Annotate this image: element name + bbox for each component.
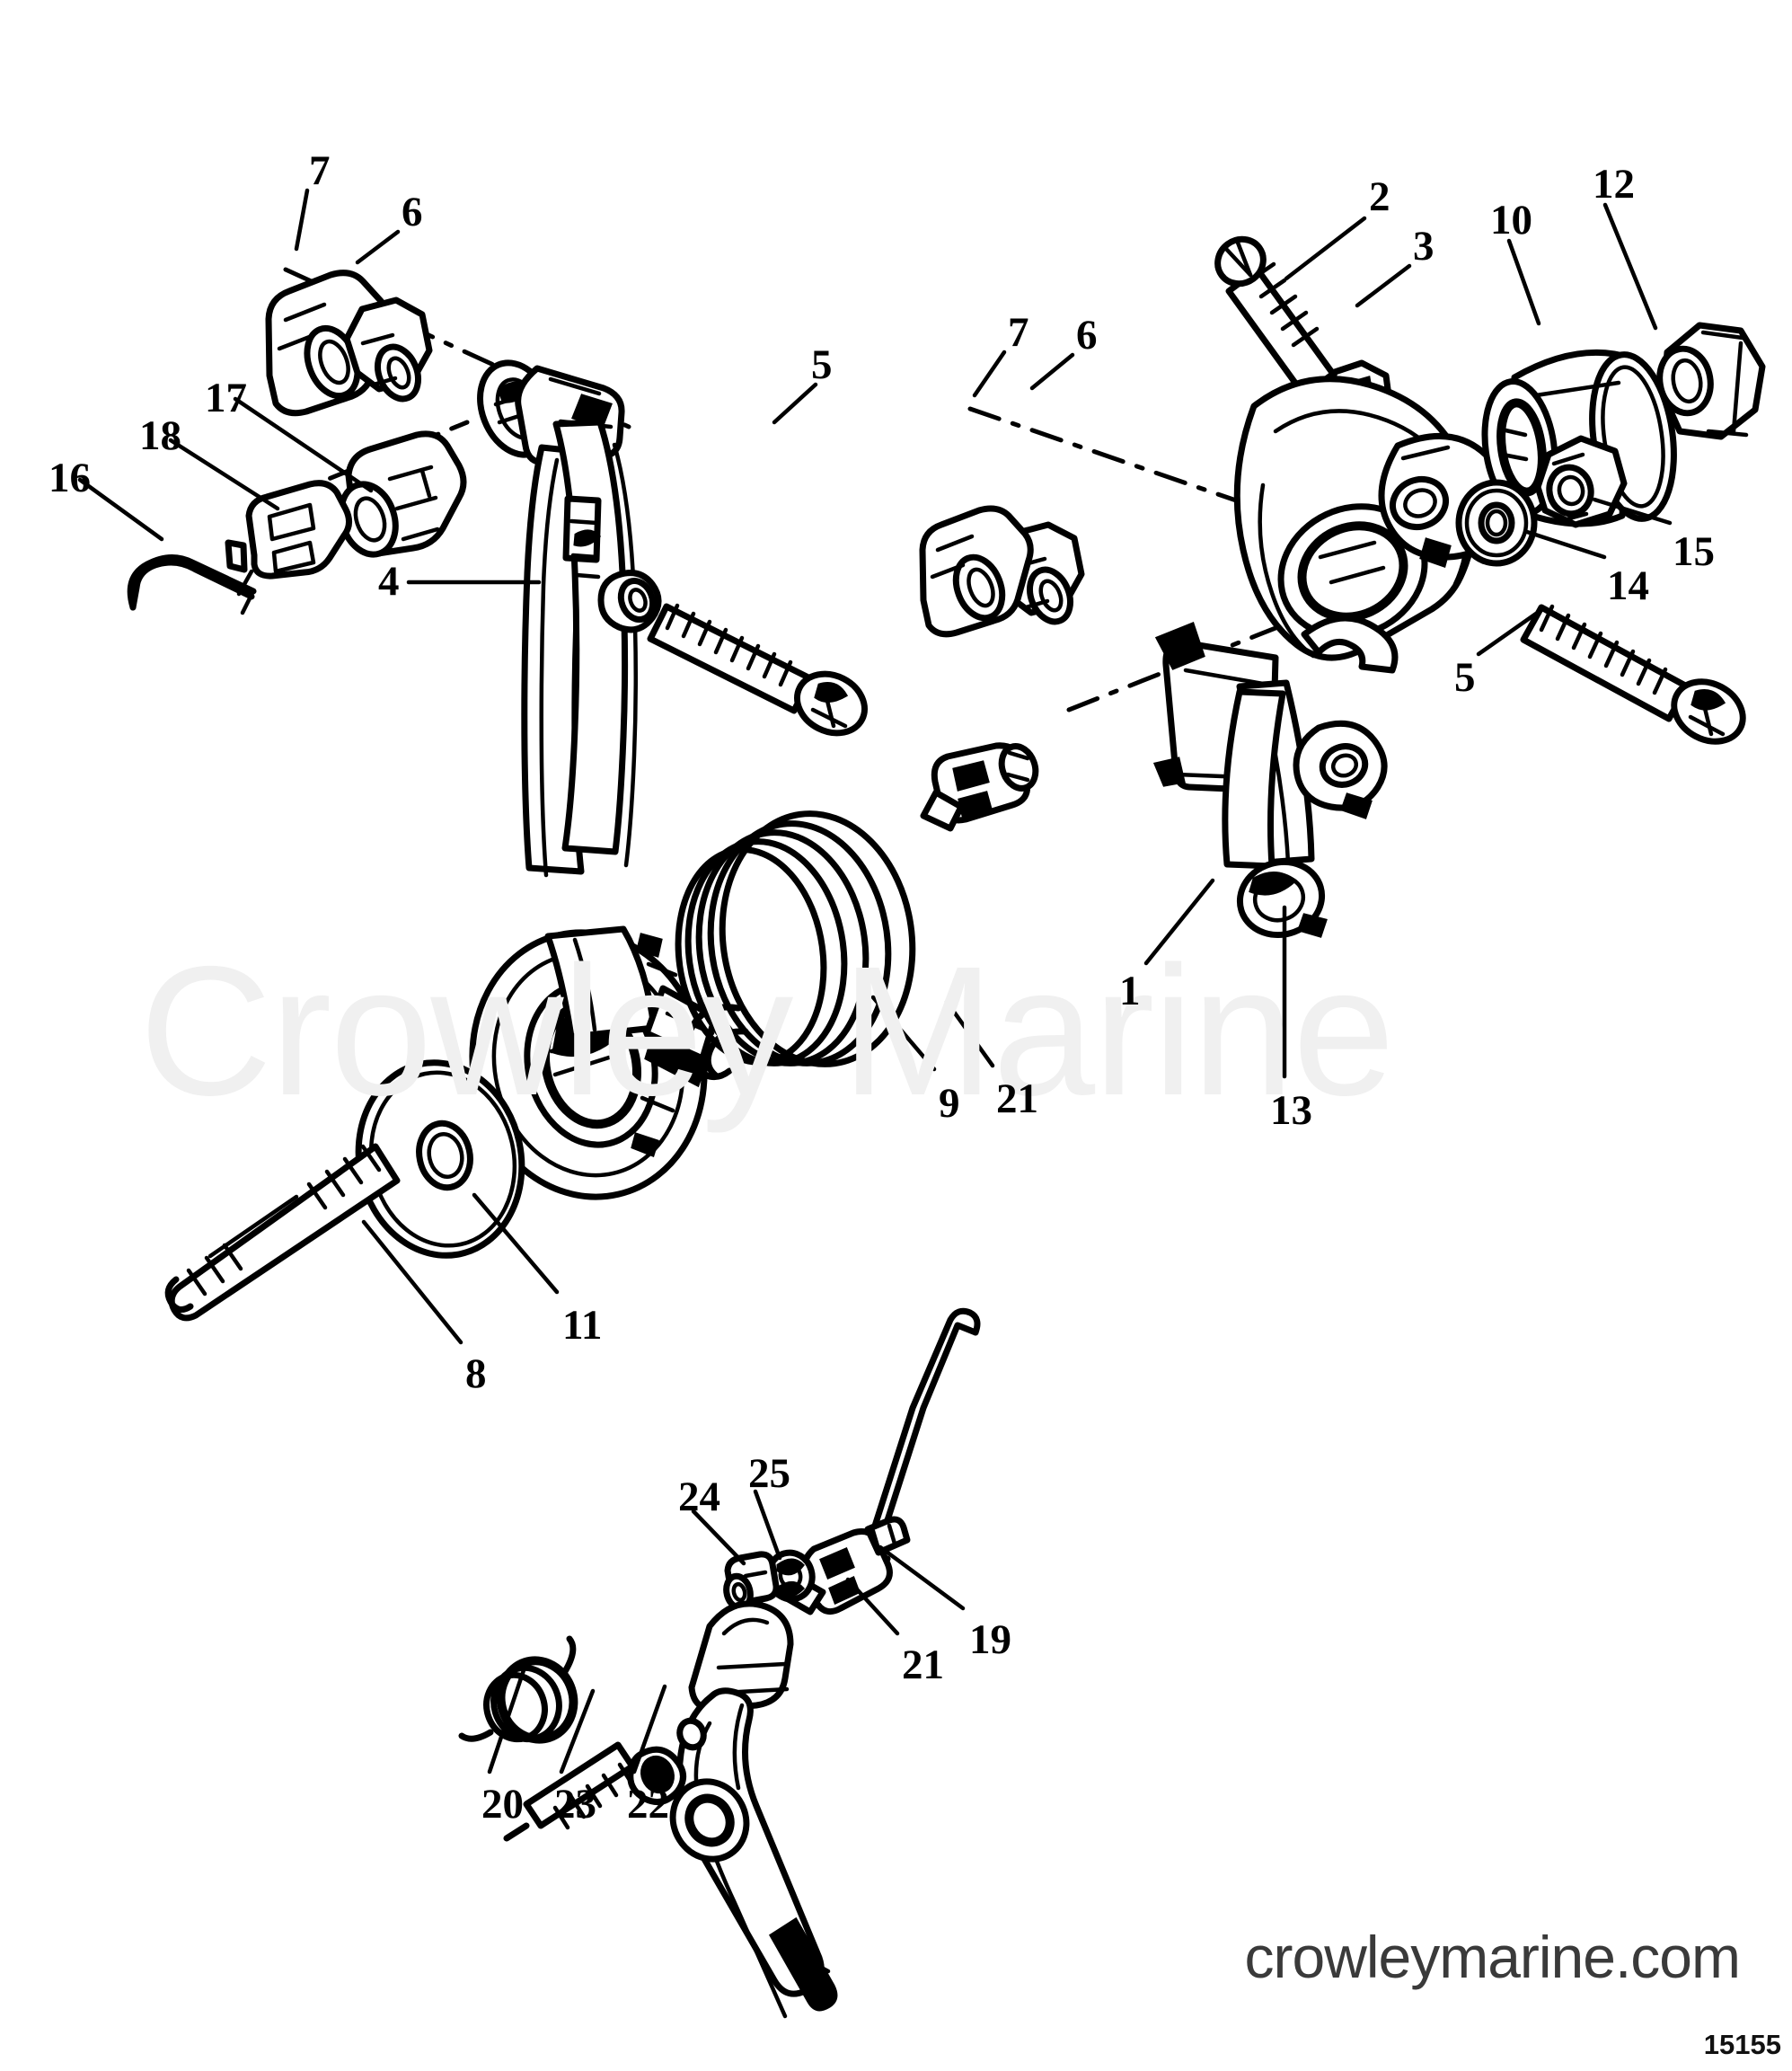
- callout-number-4: 4: [378, 558, 400, 605]
- callout-number-21: 21: [996, 1075, 1038, 1122]
- callout-number-6: 6: [402, 189, 423, 235]
- callout-number-19: 19: [969, 1616, 1011, 1663]
- part-11-flat-washer: [355, 1059, 525, 1259]
- callout-number-5: 5: [811, 341, 833, 388]
- part-21-clamp-lower: [781, 1516, 911, 1615]
- callout-number-8: 8: [465, 1350, 487, 1397]
- crowleymarine-brand-text: crowleymarine.com: [1244, 1924, 1741, 1990]
- part-23-set-screw: [503, 1741, 636, 1842]
- callout-number-3: 3: [1413, 223, 1434, 270]
- leader-lines: [77, 188, 1673, 1775]
- callout-number-12: 12: [1593, 161, 1635, 208]
- part-17-slotted-bushing: [338, 430, 467, 558]
- callout-number-13: 13: [1270, 1087, 1312, 1134]
- part-6-hexnut-left: [343, 296, 433, 403]
- part-15-nut: [1534, 435, 1628, 528]
- callout-number-11: 11: [562, 1302, 603, 1349]
- callout-number-2: 2: [1369, 173, 1390, 220]
- callout-number-10: 10: [1490, 197, 1532, 243]
- callout-number-22: 22: [627, 1781, 669, 1828]
- part-4-swivel-arm: [469, 359, 719, 1200]
- callout-number-23: 23: [554, 1781, 596, 1828]
- callout-number-24: 24: [678, 1474, 720, 1520]
- part-8-threaded-shaft: [164, 1143, 401, 1322]
- part-7-bushing-right: [919, 505, 1034, 638]
- part-9-coil-spring: [675, 810, 916, 1080]
- callout-number-7: 7: [309, 147, 331, 194]
- callout-number-16: 16: [49, 455, 91, 501]
- part-14-washer: [1455, 479, 1538, 567]
- callout-number-25: 25: [748, 1450, 790, 1497]
- part-12-lock-nut: [1656, 322, 1766, 440]
- part-5-screw-right: [1520, 604, 1746, 745]
- callout-number-5: 5: [1454, 654, 1476, 701]
- part-20-torsion-spring: [458, 1635, 578, 1744]
- part-18-clip-retainer: [225, 480, 352, 580]
- callout-number-1: 1: [1119, 968, 1141, 1014]
- callout-number-15: 15: [1673, 528, 1715, 575]
- part-16-cotter-pin: [127, 554, 257, 615]
- part-22-lever: [627, 1600, 838, 2019]
- part-21-clamp-upper: [920, 742, 1039, 832]
- part-13-swivel-bracket: [1152, 376, 1509, 938]
- callout-number-9: 9: [939, 1080, 960, 1127]
- callout-number-20: 20: [481, 1781, 524, 1828]
- callout-number-17: 17: [205, 375, 247, 421]
- part-25-small-washer: [765, 1549, 816, 1603]
- callout-number-6: 6: [1076, 312, 1098, 358]
- document-number: 15155: [1703, 2029, 1781, 2060]
- part-5-screw-left: [647, 603, 868, 737]
- callout-number-14: 14: [1607, 562, 1649, 609]
- callout-number-18: 18: [139, 412, 181, 459]
- callout-number-7: 7: [1008, 309, 1029, 356]
- callout-number-21: 21: [902, 1642, 944, 1688]
